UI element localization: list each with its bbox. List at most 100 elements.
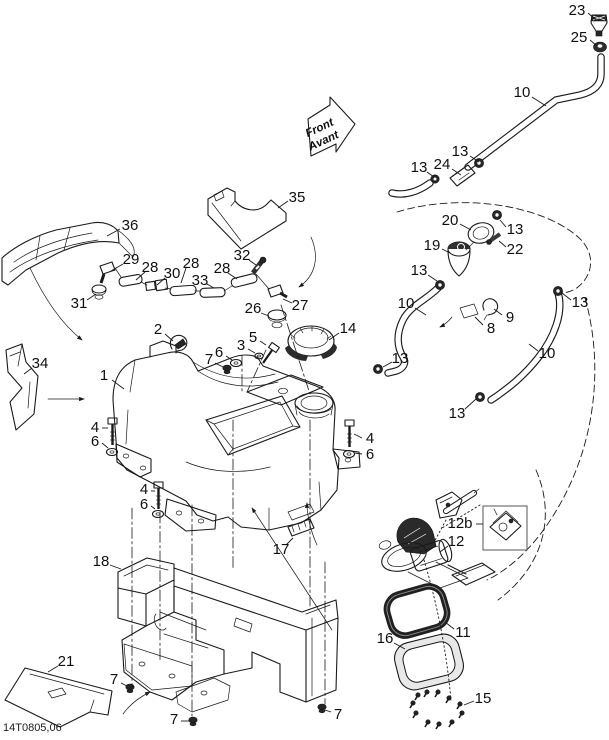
part-label-4: 4 (366, 430, 374, 447)
leader-line (150, 505, 156, 510)
part-label-11: 11 (455, 624, 471, 641)
part-label-7: 7 (170, 711, 178, 728)
part-label-6: 6 (366, 446, 374, 463)
part-label-3: 3 (237, 337, 245, 354)
leader-line (110, 263, 124, 272)
part-label-28: 28 (183, 255, 200, 272)
leader-line (459, 223, 472, 231)
fuel-hose-routing-drawing (373, 14, 608, 601)
part-label-2: 2 (154, 321, 162, 338)
leader-line (259, 340, 267, 346)
part-label-7: 7 (334, 706, 342, 723)
leader-line (86, 293, 97, 301)
leader-line (247, 348, 256, 354)
part-label-4: 4 (91, 419, 99, 436)
leader-line (393, 642, 406, 650)
part-label-7: 7 (205, 351, 213, 368)
part-label-32: 32 (234, 247, 251, 264)
leader-line (498, 240, 507, 248)
leader-line (248, 259, 257, 266)
part-label-14: 14 (340, 320, 357, 337)
part-label-21: 21 (58, 653, 75, 670)
leader-line (353, 433, 363, 439)
part-label-20: 20 (442, 212, 459, 229)
leader-line (463, 700, 475, 706)
leader-line (474, 316, 484, 326)
gasket-retainer-drawing (383, 583, 464, 691)
leader-line (464, 398, 477, 410)
bracket-34-drawing (5, 343, 39, 431)
leader-line (214, 362, 224, 368)
part-label-5: 5 (249, 329, 257, 346)
part-label-34: 34 (32, 355, 49, 372)
leader-line (47, 665, 59, 673)
leader-line (156, 277, 166, 286)
part-label-7: 7 (110, 671, 118, 688)
leader-line (589, 39, 598, 47)
part-label-33: 33 (192, 272, 209, 289)
part-label-28: 28 (214, 260, 231, 277)
leader-line (328, 332, 340, 341)
leader-line (285, 537, 294, 546)
part-label-6: 6 (140, 496, 148, 513)
leader-line (354, 452, 363, 455)
part-label-30: 30 (164, 265, 181, 282)
part-label-22: 22 (507, 241, 524, 258)
part-label-29: 29 (123, 251, 140, 268)
vent-line-assembly-drawing (91, 256, 288, 352)
fuel-pump-drawing (378, 488, 528, 589)
part-label-1: 1 (100, 367, 108, 384)
panel-21-drawing (4, 667, 113, 728)
leader-line (106, 228, 121, 237)
part-label-13: 13 (572, 294, 589, 311)
part-label-8: 8 (487, 320, 495, 337)
fuel-filler-cap-drawing (285, 325, 337, 361)
leader-line (135, 271, 146, 281)
leader-line (531, 96, 547, 107)
part-label-13: 13 (452, 143, 469, 160)
part-label-13: 13 (411, 262, 428, 279)
support-tray-drawing (117, 557, 339, 713)
front-direction-arrow: Front Avant (304, 96, 356, 157)
leader-line (414, 307, 427, 316)
part-label-12b: 12b (447, 515, 472, 532)
leader-line (206, 283, 215, 289)
part-label-26: 26 (245, 300, 262, 317)
part-label-16: 16 (377, 630, 394, 647)
leader-line (469, 155, 480, 163)
part-label-13: 13 (392, 350, 409, 367)
part-label-31: 31 (71, 295, 88, 312)
part-label-35: 35 (289, 189, 306, 206)
leader-line (444, 621, 455, 630)
part-label-25: 25 (571, 29, 588, 46)
hose-clamps-13 (373, 158, 563, 402)
leader-line (101, 442, 109, 449)
callout-layer: 2325101324132013221913109813101313363529… (23, 2, 598, 728)
heat-shield-panel-36-drawing (1, 221, 135, 286)
leader-line (499, 219, 507, 228)
part-label-24: 24 (434, 156, 451, 173)
leader-line (23, 367, 33, 375)
leader-line (225, 355, 233, 361)
leader-line (282, 298, 293, 304)
leader-line (382, 361, 393, 368)
leader-line (561, 292, 572, 301)
fuel-tank-drawing (112, 340, 361, 532)
part-label-18: 18 (93, 553, 110, 570)
centerlines (131, 304, 452, 717)
part-label-28: 28 (142, 259, 159, 276)
screws-15-drawing (409, 689, 465, 730)
leader-line (427, 274, 438, 282)
bracket-35-drawing (207, 187, 287, 250)
leader-line (277, 200, 289, 209)
part-label-6: 6 (215, 344, 223, 361)
part-label-17: 17 (273, 541, 290, 558)
part-label-36: 36 (122, 217, 139, 234)
guide-arrows (29, 236, 453, 715)
leader-line (441, 248, 451, 254)
leader-line (227, 272, 238, 280)
leader-line (180, 267, 187, 284)
part-label-23: 23 (569, 2, 586, 19)
